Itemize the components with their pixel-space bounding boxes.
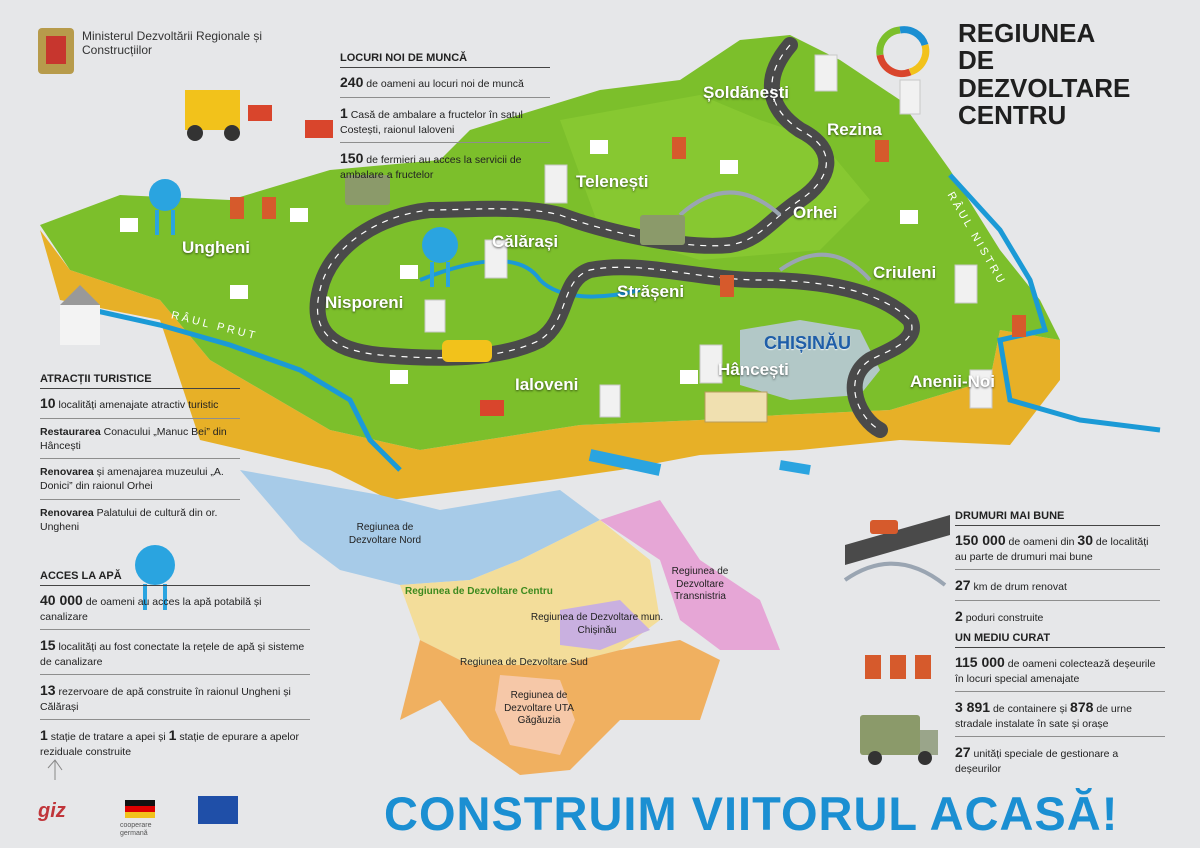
eu-flag-icon	[198, 796, 238, 824]
water-tower-icon	[135, 179, 458, 610]
manuc-bei-palace	[704, 391, 768, 423]
region-nord-shape	[240, 470, 600, 585]
bridge-2	[778, 252, 872, 282]
ballerina-icon	[47, 759, 63, 780]
roads-title: DRUMURI MAI BUNE	[955, 510, 1160, 526]
bridge-icon	[843, 561, 947, 587]
fruit-crates	[248, 105, 504, 416]
buildings	[424, 54, 993, 418]
environment-stat: 115 000 de oameni colectează deșeurile î…	[955, 653, 1165, 693]
water-stat: 13 rezervoare de apă construite în raion…	[40, 681, 310, 721]
region-chisinau-shape	[560, 600, 650, 650]
jobs-stat: 150 de fermieri au acces la servicii de …	[340, 149, 522, 181]
water-stat: 1 stație de tratare a apei și 1 stație d…	[40, 727, 300, 759]
garbage-truck-icon	[345, 175, 390, 205]
city-criuleni: Criuleni	[873, 263, 937, 282]
region-label-nord: Regiunea de Dezvoltare Nord	[348, 522, 422, 546]
city-straseni: Strășeni	[617, 282, 685, 301]
water-stat: 15 localități au fost conectate la rețel…	[40, 636, 310, 676]
region-label-sud: Regiunea de Dezvoltare Sud	[460, 657, 588, 668]
region-label-centru: Regiunea de Dezvoltare Centru	[405, 586, 553, 597]
environment-stat: 3 891 de containere și 878 de urne strad…	[955, 698, 1165, 738]
city-nisporeni: Nisporeni	[325, 293, 404, 312]
church-icon	[60, 285, 100, 345]
city-anenii-noi: Anenii-Noi	[910, 372, 995, 391]
coat-of-arms-icon	[38, 28, 74, 74]
river-prut	[69, 302, 402, 472]
truck-icon	[860, 715, 938, 765]
forklift-icon	[185, 90, 240, 141]
roads-panel: DRUMURI MAI BUNE 150 000 de oameni din 3…	[955, 510, 1160, 637]
region-label-gagauzia: Regiunea de Dezvoltare UTA Găgăuzia	[504, 690, 574, 726]
water-stat: 40 000 de oameni au acces la apă potabil…	[40, 591, 310, 631]
tourism-stat: Renovarea și amenajarea muzeului „A. Don…	[40, 465, 240, 500]
city-rezina: Rezina	[827, 120, 882, 139]
city-soldanesti: Șoldănești	[703, 83, 789, 102]
environment-panel: UN MEDIU CURAT 115 000 de oameni colecte…	[955, 632, 1165, 787]
bus-icon	[442, 340, 492, 362]
slogan: CONSTRUIM VIITORUL ACASĂ!	[384, 787, 1119, 840]
region-label-transnistria: Regiunea de Dezvoltare Transnistria	[671, 566, 729, 602]
bridge-1	[678, 190, 782, 217]
city-telenesti: Telenești	[576, 172, 649, 191]
water-pipe	[588, 449, 662, 476]
city-ialoveni: Ialoveni	[515, 375, 579, 394]
bins-icon	[865, 655, 931, 679]
region-transnistria-shape	[600, 500, 780, 650]
jobs-title: LOCURI NOI DE MUNCĂ	[340, 52, 550, 68]
jobs-stat: 240 de oameni au locuri noi de muncă	[340, 73, 550, 98]
roads-stat: 2 poduri construite	[955, 607, 1044, 624]
jobs-panel: LOCURI NOI DE MUNCĂ 240 de oameni au loc…	[340, 52, 550, 193]
waste-bins	[230, 137, 1026, 337]
cooperare-logo: cooperare germană	[120, 822, 152, 837]
tourism-panel: ATRACȚII TURISTICE 10 localități amenaja…	[40, 373, 240, 545]
roads-stat: 150 000 de oameni din 30 de localități a…	[955, 531, 1160, 571]
roads-stat: 27 km de drum renovat	[955, 576, 1160, 601]
tourism-stat: Restaurarea Conacului „Manuc Bei” din Hâ…	[40, 425, 240, 460]
city-hancesti: Hâncești	[718, 360, 789, 379]
city-ungheni: Ungheni	[182, 238, 250, 257]
ministry-name: Ministerul Dezvoltării Regionale și Cons…	[82, 29, 263, 57]
environment-title: UN MEDIU CURAT	[955, 632, 1165, 648]
germany-moldova-flag-icon	[125, 800, 155, 818]
road-icon	[845, 515, 950, 565]
chisinau-area	[740, 320, 880, 400]
map-soil-edge	[40, 230, 1060, 500]
houses	[120, 140, 918, 384]
giz-logo: giz	[38, 800, 66, 822]
tourism-title: ATRACȚII TURISTICE	[40, 373, 240, 389]
jobs-stat: 1 Casă de ambalare a fructelor în satul …	[340, 104, 550, 143]
city-orhei: Orhei	[793, 203, 838, 222]
environment-stat: 27 unități speciale de gestionare a deșe…	[955, 744, 1119, 776]
region-logo-icon	[876, 26, 930, 78]
page-title: REGIUNEA DE DEZVOLTARE CENTRU	[958, 18, 1131, 130]
city-chisinau: CHIȘINĂU	[764, 333, 852, 353]
tourism-stat: Renovarea Palatului de cultură din or. U…	[40, 506, 218, 533]
city-calarasi: Călărași	[492, 232, 559, 251]
water-panel: ACCES LA APĂ 40 000 de oameni au acces l…	[40, 570, 310, 770]
water-title: ACCES LA APĂ	[40, 570, 310, 586]
tourism-stat: 10 localități amenajate atractiv turisti…	[40, 394, 240, 419]
region-gagauzia-shape	[495, 675, 575, 755]
region-label-chisinau: Regiunea de Dezvoltare mun. Chișinău	[530, 612, 664, 636]
